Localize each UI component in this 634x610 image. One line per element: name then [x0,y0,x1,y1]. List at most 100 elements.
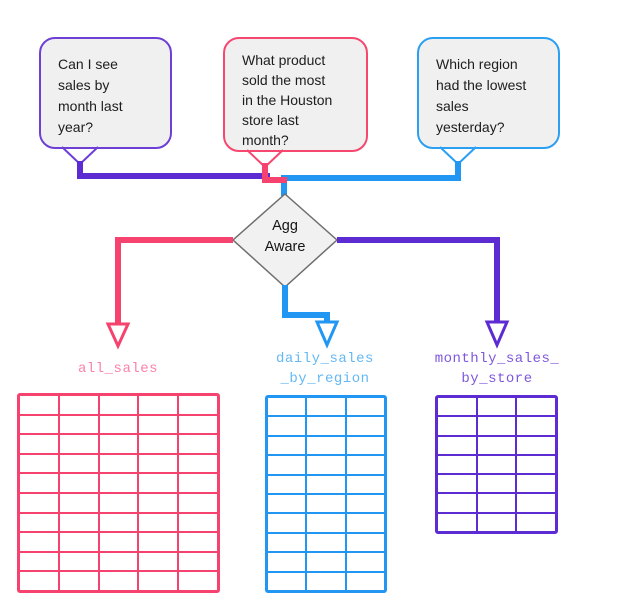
table-cell [346,475,384,493]
table-cell [99,415,138,434]
table-cell [346,456,384,474]
table-cell [346,514,384,532]
table-cell [438,494,476,512]
bubble-tail-1 [61,146,99,165]
table-cell [268,572,306,590]
table-cell [517,436,555,454]
table-cell [517,513,555,531]
table-cell [99,572,138,590]
table-cell [268,553,306,571]
table-cell [307,436,345,455]
table-cell [139,513,178,532]
table-cell [307,456,345,474]
table-cell [59,396,98,414]
table-cell [346,436,384,455]
table-cell [346,417,384,435]
table-cell [20,396,58,414]
table-cell [59,415,98,434]
speech-bubble-question-2: What product sold the most in the Housto… [223,37,368,152]
table-cell [346,533,384,552]
table-cell [477,513,516,531]
table-cell [139,396,178,414]
table-cell [59,552,98,571]
table-cell [99,494,138,512]
table-cell [307,533,345,552]
table-cell [99,435,138,453]
table-cell [517,475,555,493]
table-cell [438,436,476,454]
table-cell [179,415,217,434]
table-cell [20,474,58,492]
table-cell [179,396,217,414]
table-cell [20,513,58,532]
table-cell [346,553,384,571]
table-cell [179,572,217,590]
table-cell [438,455,476,474]
table-cell [268,436,306,455]
table-cell [99,396,138,414]
bubble-tail-3 [439,146,477,165]
table-cell [477,398,516,416]
table-cell [477,494,516,512]
table-cell [438,417,476,435]
arrowhead-blue-icon [314,320,340,349]
table-cell [179,454,217,473]
table-cell [59,494,98,512]
diamond-label: Agg Aware [264,218,306,255]
table-cell [346,398,384,416]
table-cell [307,514,345,532]
table-cell [20,454,58,473]
table-cell [99,454,138,473]
connector-pink-in [262,163,287,183]
table-cell [59,474,98,492]
connector-purple-in [77,161,270,179]
table-cell [438,513,476,531]
connector-blue-in [281,161,461,196]
table-cell [438,475,476,493]
table-label-all-sales: all_sales [77,361,159,377]
table-cell [179,513,217,532]
speech-bubble-question-3: Which region had the lowest sales yester… [417,37,560,149]
table-cell [517,417,555,435]
table-cell [346,572,384,590]
table-cell [99,552,138,571]
table-cell [99,474,138,492]
table-cell [20,572,58,590]
table-cell [268,514,306,532]
table-cell [179,533,217,551]
table-cell [99,513,138,532]
table-cell [20,494,58,512]
table-cell [517,494,555,512]
table-cell [139,572,178,590]
table-cell [59,454,98,473]
table-label-daily-sales-by-region: daily_sales _by_region [276,351,374,387]
table-cell [307,553,345,571]
table-cell [20,552,58,571]
table-cell [179,494,217,512]
table-cell [438,398,476,416]
table-cell [307,417,345,435]
question-2-text: What product sold the most in the Housto… [242,52,333,148]
table-cell [139,454,178,473]
arrowhead-pink-icon [105,322,131,350]
speech-bubble-question-1: Can I see sales by month last year? [39,37,172,149]
table-cell [346,494,384,513]
table-cell [179,552,217,571]
table-cell [20,415,58,434]
table-cell [268,475,306,493]
question-1-text: Can I see sales by month last year? [58,56,123,135]
table-cell [20,435,58,453]
table-cell [477,417,516,435]
table-cell [99,533,138,551]
table-cell [268,533,306,552]
table-cell [268,456,306,474]
table-cell [307,572,345,590]
table-label-monthly-sales-by-store: monthly_sales_ by_store [434,351,560,387]
connector-pink-out [115,237,233,325]
table-cell [59,513,98,532]
table-cell [59,435,98,453]
table-cell [307,475,345,493]
table-daily-sales-by-region [265,395,387,593]
table-cell [20,533,58,551]
